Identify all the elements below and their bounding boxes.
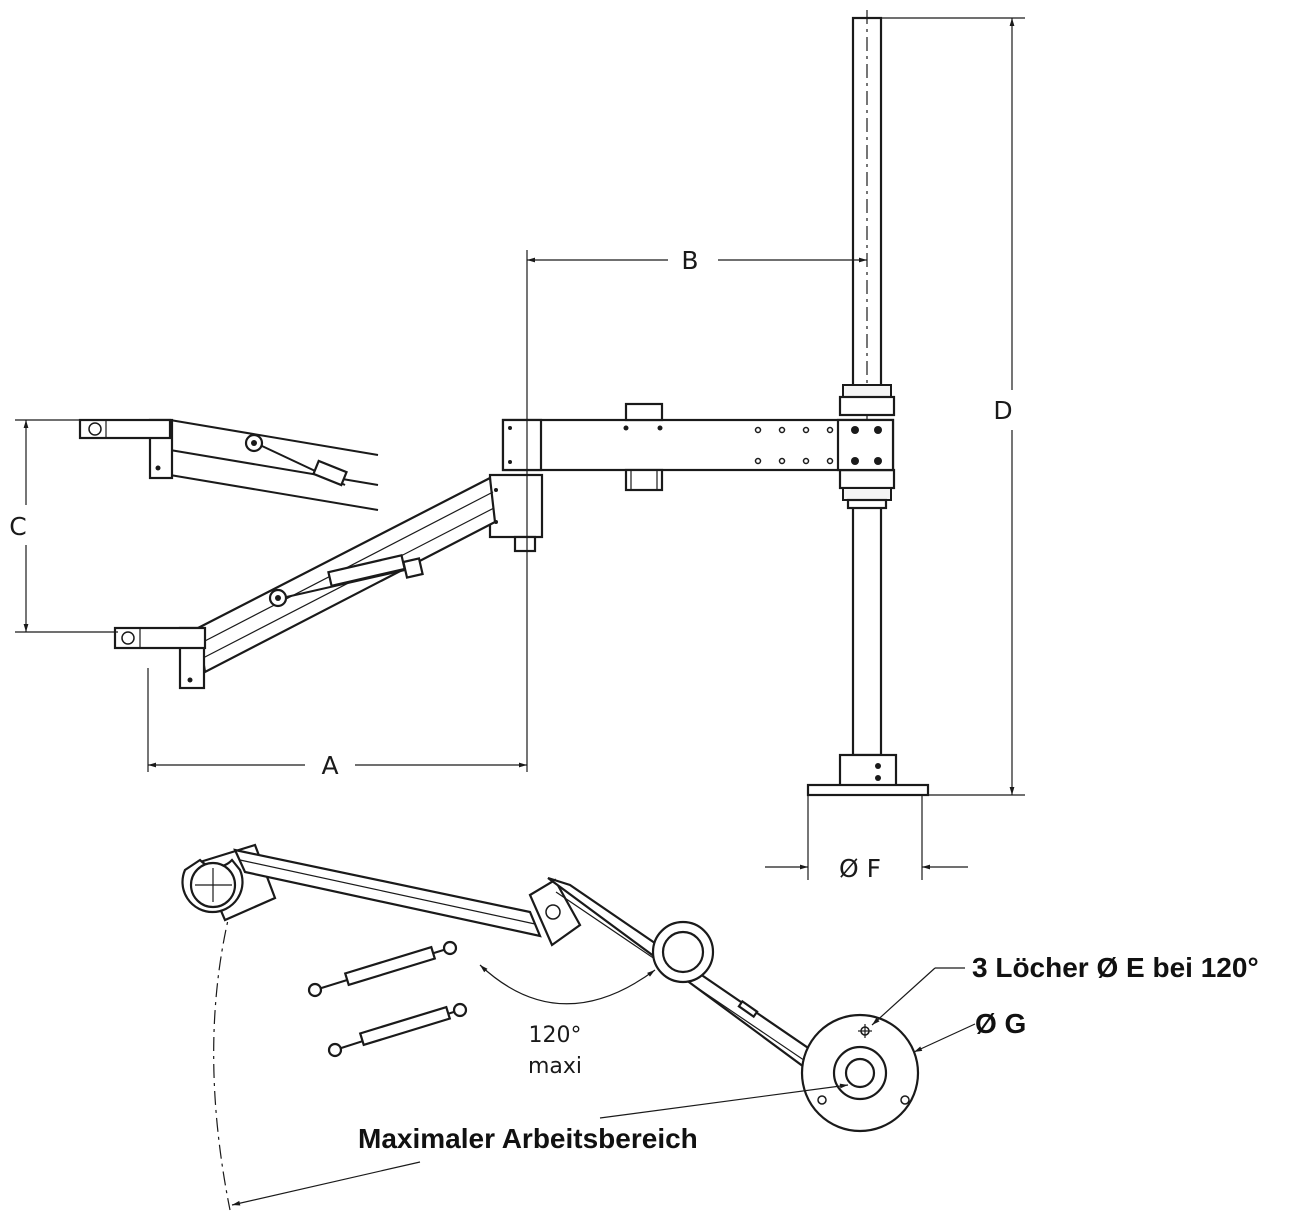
- leaders: [599, 967, 976, 1119]
- dimension-a: A: [147, 250, 528, 780]
- dimension-d: D: [880, 17, 1025, 796]
- elbow-top: [528, 878, 582, 947]
- column: [838, 10, 896, 790]
- angle-value: 120°: [529, 1023, 582, 1048]
- work-area-label: Maximaler Arbeitsbereich: [358, 1123, 698, 1154]
- elbow-block: [488, 473, 544, 553]
- dim-d-label: D: [993, 396, 1012, 425]
- base-plate: [806, 753, 930, 797]
- dimension-b: B: [527, 246, 867, 275]
- tool-head-top: [651, 920, 715, 984]
- dimension-f: Ø F: [765, 795, 968, 883]
- raised-arm-ghost: [78, 418, 379, 511]
- holes-note: 3 Löcher Ø E bei 120°: [972, 952, 1259, 983]
- angle-note: maxi: [528, 1054, 582, 1079]
- dim-g-label: Ø G: [975, 1008, 1026, 1039]
- dim-c-label: C: [9, 512, 26, 541]
- angle-annotation: 120° maxi: [479, 964, 656, 1079]
- work-area-arc: [213, 851, 421, 1211]
- dim-b-label: B: [681, 246, 698, 275]
- horizontal-arm: [501, 402, 895, 492]
- lower-arm: [113, 476, 497, 690]
- dim-a-label: A: [321, 751, 338, 780]
- base-plate-top: [800, 1013, 920, 1133]
- dimension-c: C: [9, 419, 118, 633]
- lower-arm-top: [233, 848, 542, 1058]
- dim-f-label: Ø F: [839, 854, 881, 883]
